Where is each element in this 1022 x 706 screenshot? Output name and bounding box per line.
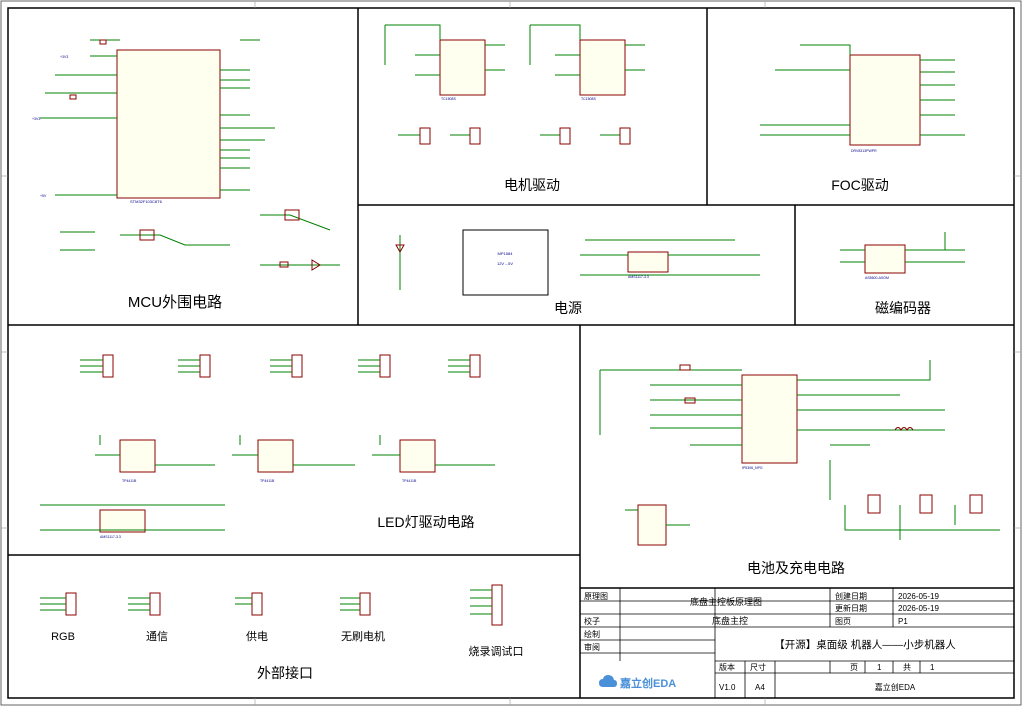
battery-section: IP5306_NPG 电池及充电电路 — [599, 360, 1000, 576]
tb-row1-label: 原理图 — [584, 592, 608, 601]
foc-chip-label: DRV8313PWPR — [851, 149, 877, 153]
power-section: MP1584 12V→5V AMS1117-3.3 电源 — [395, 229, 760, 316]
dcdc-note: 12V→5V — [497, 261, 513, 266]
motor-section: TC1508S TC1508S 电机驱动 — [384, 24, 645, 193]
logo-text: 嘉立创EDA — [619, 676, 676, 690]
section-title-motor: 电机驱动 — [504, 177, 560, 193]
label-rgb: RGB — [51, 631, 75, 643]
tb-company: 嘉立创EDA — [875, 682, 916, 692]
label-debug: 烧录调试口 — [469, 645, 524, 658]
section-title-external: 外部接口 — [257, 665, 313, 681]
section-title-foc: FOC驱动 — [831, 177, 889, 193]
tb-created-label: 创建日期 — [835, 591, 867, 601]
section-title-encoder: 磁编码器 — [875, 300, 931, 316]
mcu-section: STM32F103C8T6 +3V3 +3V3 +5V MCU外围电路 — [32, 39, 340, 311]
encoder-section: AS5600-ASOM 磁编码器 — [840, 232, 965, 316]
tb-row4-label: 审阅 — [584, 642, 600, 652]
mcu-chip-label: STM32F103C8T6 — [130, 199, 163, 204]
section-title-mcu: MCU外围电路 — [128, 294, 222, 311]
section-title-battery: 电池及充电电路 — [747, 560, 845, 576]
led-c-label: TP4411B — [402, 479, 417, 483]
section-title-power: 电源 — [554, 300, 582, 316]
net-v5-a: +5V — [40, 194, 47, 198]
tb-updated-label: 更新日期 — [835, 603, 867, 613]
net-v33-a: +3V3 — [60, 55, 68, 59]
enc-label: AS5600-ASOM — [865, 276, 889, 280]
tb-size-value: A4 — [755, 683, 765, 692]
foc-section: DRV8313PWPR FOC驱动 — [760, 44, 965, 193]
drv-b-label: TC1508S — [581, 97, 596, 101]
charger-label: IP5306_NPG — [742, 466, 763, 470]
tb-row3-label: 绘制 — [584, 629, 600, 639]
tb-created-value: 2026-05-19 — [898, 592, 939, 601]
tb-row2-value: 底盘主控 — [712, 615, 748, 626]
title-block: 原理图 底盘主控板原理图 校子 底盘主控 绘制 审阅 创建日期 2026-05-… — [580, 588, 1014, 698]
cloud-icon — [599, 675, 617, 687]
tb-page-no: 1 — [877, 663, 882, 672]
tb-page-no-label: 页 — [850, 663, 858, 672]
led-b-label: TP4411B — [260, 479, 275, 483]
tb-updated-value: 2026-05-19 — [898, 604, 939, 613]
tb-size-label: 尺寸 — [750, 662, 766, 672]
label-supply: 供电 — [246, 629, 268, 643]
ldo-label: AMS1117-3.3 — [628, 275, 649, 279]
led-a-label: TP4411B — [122, 479, 137, 483]
tb-page-value: P1 — [898, 617, 908, 626]
net-v33-b: +3V3 — [32, 117, 40, 121]
ldo2-label: AMS1117-3.3 — [100, 535, 121, 539]
led-section: TP4411B TP4411B TP4411B AMS1117-3.3 LED灯… — [40, 354, 495, 539]
tb-project: 【开源】桌面级 机器人——小步机器人 — [774, 638, 956, 651]
tb-version-value: V1.0 — [719, 683, 736, 692]
tb-total-label: 共 — [903, 663, 911, 672]
tb-total: 1 — [930, 663, 935, 672]
label-bldc: 无刷电机 — [341, 629, 385, 643]
tb-page-label: 图页 — [835, 617, 851, 626]
section-title-led: LED灯驱动电路 — [377, 514, 474, 530]
tb-version-label: 版本 — [719, 662, 735, 672]
drv-a-label: TC1508S — [441, 97, 456, 101]
dcdc-label: MP1584 — [498, 251, 514, 256]
external-section: RGB 通信 供电 无刷电机 烧录调试口 外部接口 — [40, 584, 524, 681]
tb-row2-label: 校子 — [584, 616, 600, 626]
lceda-logo: 嘉立创EDA — [599, 675, 676, 690]
tb-row1-value: 底盘主控板原理图 — [690, 596, 762, 607]
label-comm: 通信 — [146, 630, 168, 643]
